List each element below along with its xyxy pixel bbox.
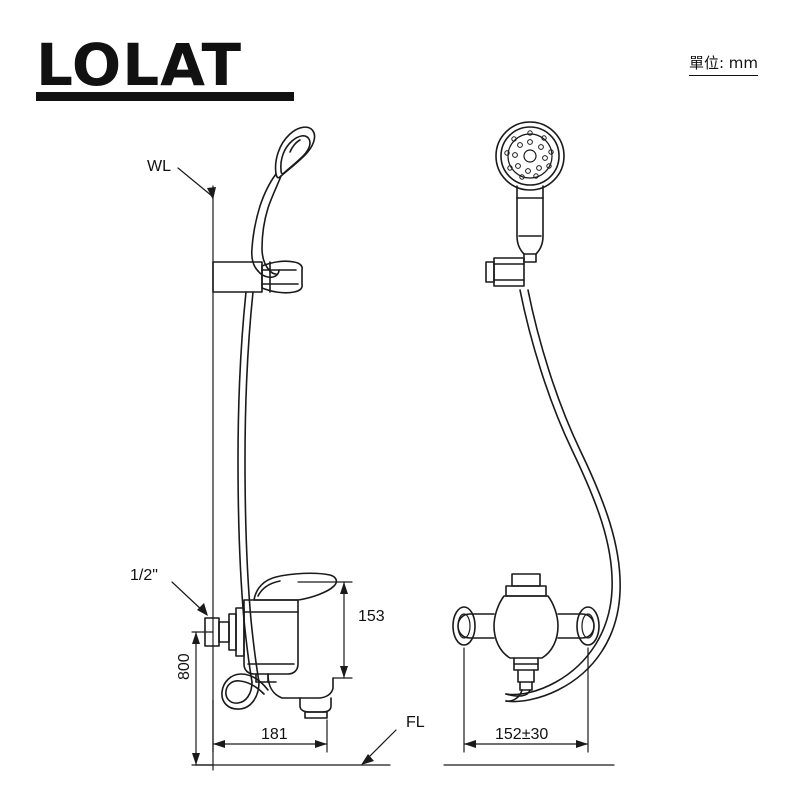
- wl-arrow-head: [207, 187, 216, 200]
- inlet-size-leader-line: [171, 581, 205, 613]
- hand-shower-handle-side: [516, 185, 544, 263]
- fl-arrow-head: [361, 754, 374, 765]
- label-projection-181: 181: [261, 726, 288, 743]
- shower-holder-bracket-side: [485, 257, 525, 287]
- label-inlet-spacing-152: 152±30: [495, 726, 549, 743]
- unit-note: 單位: mm: [688, 52, 758, 76]
- spray-nozzle-pattern: [504, 130, 554, 180]
- dimension-800: [191, 631, 214, 766]
- brand-logo-underline: [36, 92, 294, 101]
- mixer-body-side: [452, 573, 600, 702]
- dimension-181: [212, 699, 328, 753]
- shower-hose-front: [237, 291, 260, 683]
- dimension-152: [463, 647, 589, 753]
- label-wl: WL: [147, 158, 171, 175]
- dimension-153: [297, 581, 353, 679]
- wl-leader-line: [177, 167, 213, 197]
- wall-inlet-flange-front: [204, 607, 245, 657]
- shower-hose-coil-front: [221, 673, 269, 710]
- shower-hose-side: [505, 289, 621, 703]
- hand-shower-head-front: [274, 126, 316, 179]
- hand-shower-head-side: [495, 121, 565, 191]
- label-body-height-153: 153: [358, 608, 385, 625]
- brand-logo: LOLAT: [36, 31, 243, 99]
- label-fl: FL: [406, 714, 425, 731]
- shower-holder-bracket-front: [212, 260, 303, 294]
- inlet-size-arrow-head: [197, 603, 208, 616]
- mixer-body-front: [243, 572, 338, 719]
- label-height-800: 800: [176, 653, 193, 680]
- label-inlet-size: 1/2": [130, 567, 158, 584]
